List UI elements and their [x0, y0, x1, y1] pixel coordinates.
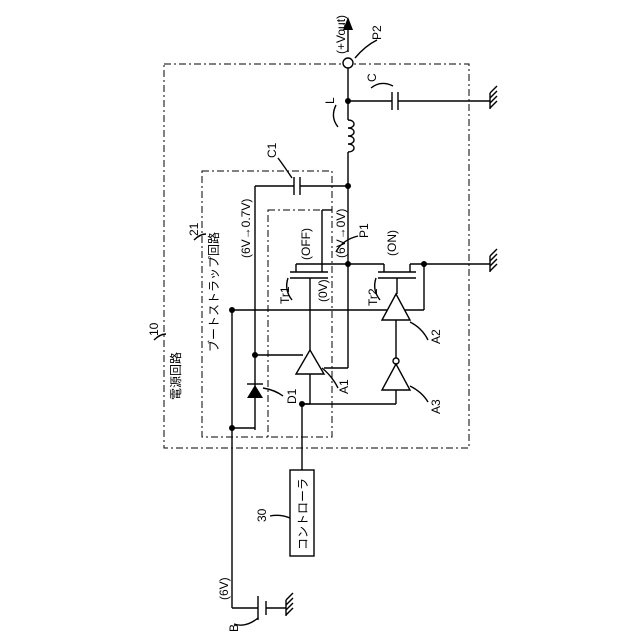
ground-tr2: [490, 249, 497, 272]
label-ref-21: 21: [187, 222, 201, 236]
label-tr1-state: (OFF): [299, 228, 313, 260]
leader-a1: [322, 368, 338, 388]
label-b: B: [227, 624, 241, 632]
capacitor-c1: [255, 177, 348, 195]
label-p1: P1: [357, 223, 371, 238]
label-bootstrap-circuit: ブートストラップ回路: [206, 232, 221, 352]
label-a1: A1: [337, 379, 351, 394]
diode-d1: [247, 384, 263, 398]
inverter-a3: [382, 364, 410, 390]
label-c1: C1: [265, 142, 279, 158]
inductor-l: [348, 120, 354, 152]
label-tr1-gate-voltage: (0V): [316, 279, 330, 302]
buffer-a2: [382, 294, 410, 320]
label-a2: A2: [429, 329, 443, 344]
leader-p2: [355, 40, 377, 58]
label-p1-voltage: (6V→0V): [334, 209, 348, 258]
label-battery-voltage: (6V): [217, 577, 231, 600]
label-tr1: Tr1: [278, 286, 292, 304]
transistor-tr2: [378, 264, 416, 294]
label-boost-voltage: (6V→0.7V): [239, 199, 253, 258]
driver-a1: [296, 350, 324, 374]
leader-l: [333, 105, 338, 127]
leader-30: [270, 515, 290, 518]
ground-battery: [286, 593, 293, 616]
label-c: C: [365, 73, 379, 82]
label-tr2: Tr2: [366, 288, 380, 306]
leader-a3: [410, 386, 428, 402]
transistor-tr1: [290, 264, 328, 350]
label-ref-10: 10: [147, 322, 161, 336]
bootstrap-circuit-boundary: [202, 171, 332, 437]
label-p2: P2: [370, 25, 384, 40]
leader-a2: [410, 322, 428, 340]
ground-c: [490, 86, 497, 109]
label-tr2-state: (ON): [385, 230, 399, 256]
leader-c: [371, 83, 393, 88]
label-controller: コントローラ: [296, 478, 310, 550]
label-vout: (+Vout): [334, 15, 348, 54]
label-l: L: [323, 97, 337, 104]
label-power-circuit: 電源回路: [168, 352, 183, 400]
output-terminal-p2: [343, 58, 353, 68]
label-d1: D1: [285, 388, 299, 404]
label-a3: A3: [429, 399, 443, 414]
leader-c1: [278, 158, 292, 178]
label-ref-30: 30: [255, 508, 269, 522]
leader-d1: [263, 388, 283, 396]
battery-b: [258, 596, 266, 620]
